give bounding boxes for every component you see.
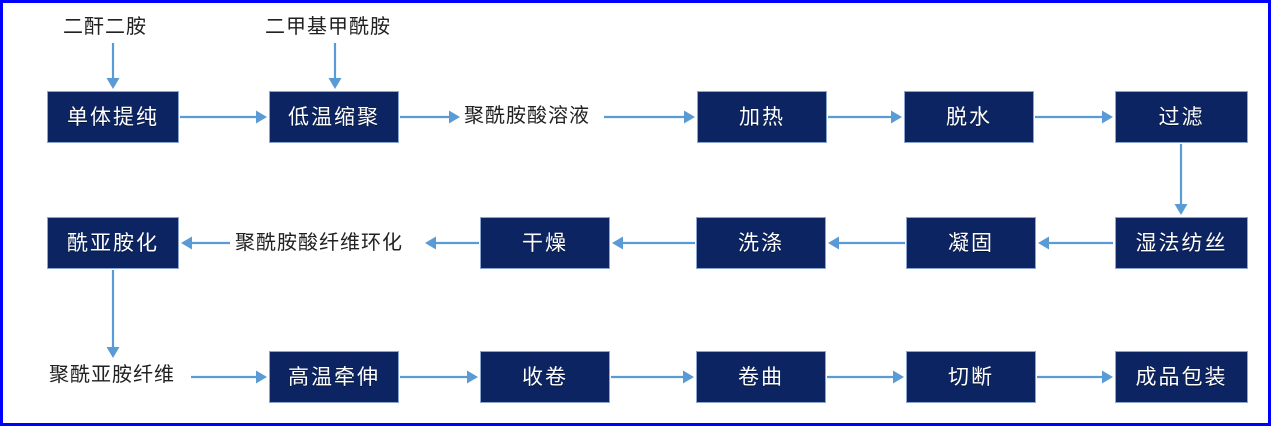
process-node-n10[interactable]: 酰亚胺化 [47,217,179,269]
process-node-n6[interactable]: 湿法纺丝 [1115,217,1248,269]
flow-arrow-a12 [425,236,479,250]
flow-arrow-a4 [400,110,460,124]
process-node-n14[interactable]: 切断 [906,351,1036,403]
flow-arrow-a5 [604,110,695,124]
flow-label-l1: 二酐二胺 [63,16,147,38]
process-node-n8[interactable]: 洗涤 [696,217,826,269]
arrow-layer [106,43,1188,384]
process-node-n12[interactable]: 收卷 [480,351,610,403]
flow-arrow-a7 [1035,110,1113,124]
flow-arrow-a18 [827,370,904,384]
process-node-n5[interactable]: 过滤 [1115,91,1248,143]
flow-arrow-a3 [328,43,342,89]
flow-arrow-a10 [828,236,905,250]
process-node-n1[interactable]: 单体提纯 [47,91,179,143]
flow-arrow-a17 [611,370,694,384]
flow-arrow-a11 [612,236,695,250]
flow-arrow-a2 [180,110,267,124]
flow-label-l2: 二甲基甲酰胺 [265,16,391,38]
flow-label-l5: 聚酰亚胺纤维 [49,364,175,386]
flow-arrow-a8 [1174,144,1188,215]
process-node-n3[interactable]: 加热 [697,91,827,143]
flow-arrow-a16 [400,370,478,384]
process-node-n15[interactable]: 成品包装 [1115,351,1248,403]
flow-arrow-a9 [1038,236,1113,250]
flow-arrow-a19 [1037,370,1113,384]
process-node-n11[interactable]: 高温牵伸 [269,351,399,403]
flow-arrow-a15 [191,370,267,384]
process-node-n13[interactable]: 卷曲 [696,351,826,403]
process-node-n7[interactable]: 凝固 [906,217,1036,269]
flow-arrow-a13 [181,236,230,250]
flow-arrow-a1 [106,43,120,89]
process-node-n2[interactable]: 低温缩聚 [269,91,399,143]
process-node-n9[interactable]: 干燥 [480,217,610,269]
process-node-n4[interactable]: 脱水 [904,91,1034,143]
flow-arrow-a14 [106,270,120,358]
flow-arrow-a6 [828,110,902,124]
flow-label-l4: 聚酰胺酸纤维环化 [235,232,403,254]
flow-label-l3: 聚酰胺酸溶液 [464,105,590,127]
